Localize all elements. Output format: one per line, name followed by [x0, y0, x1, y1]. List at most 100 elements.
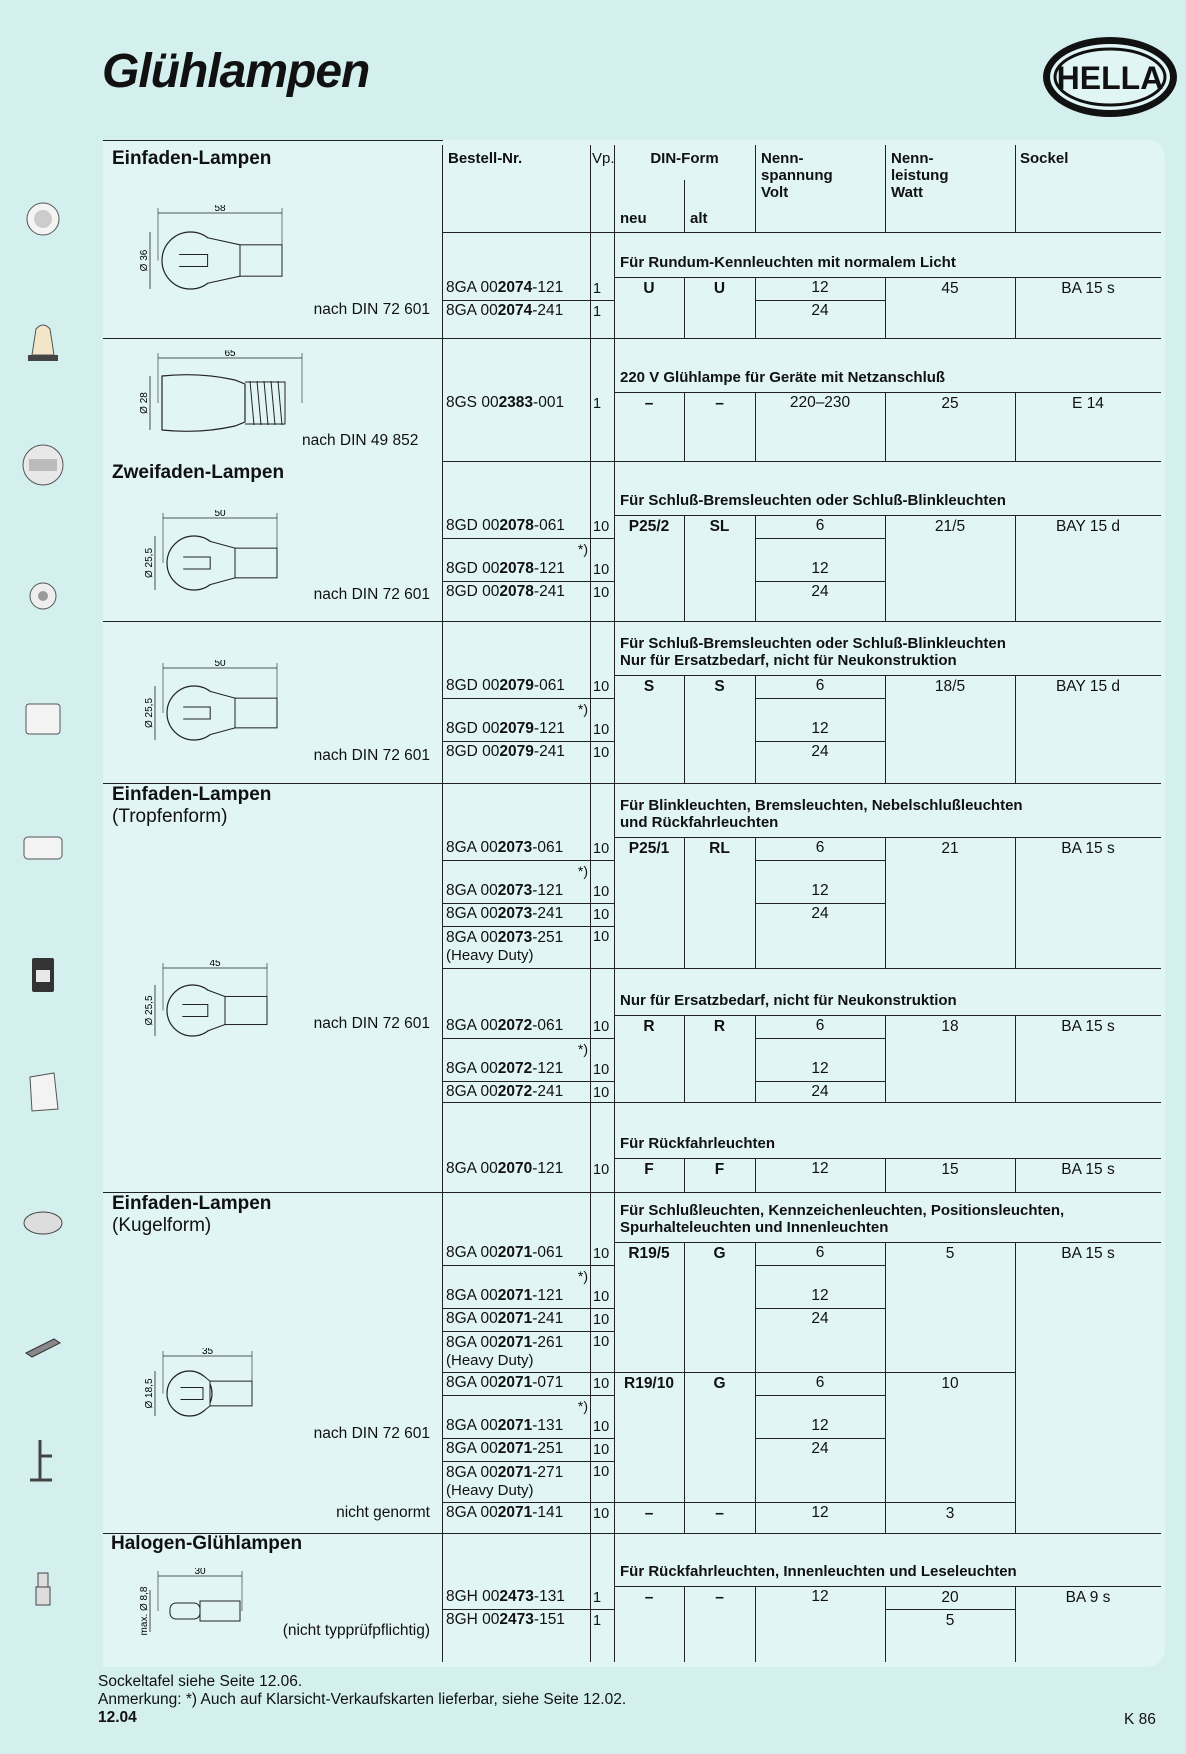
packaging-unit: 1 — [593, 1613, 602, 1629]
column-divider — [684, 837, 685, 968]
wattage: 20 — [941, 1589, 959, 1606]
volt-divider — [755, 581, 885, 582]
caption-divider — [614, 1242, 1161, 1243]
section-subheading: (Tropfenform) — [112, 806, 228, 827]
packaging-unit: 10 — [593, 1246, 610, 1262]
caption-divider — [614, 1158, 1161, 1159]
section-caption: Nur für Ersatzbedarf, nicht für Neukonst… — [614, 968, 1161, 1015]
column-divider — [590, 145, 591, 232]
column-divider — [885, 1158, 886, 1192]
order-number: 8GH 002473-151 — [442, 1609, 590, 1632]
order-number-text: 8GH 002473-151 — [446, 1611, 565, 1628]
row-divider — [442, 538, 614, 539]
socket: E 14 — [1072, 395, 1104, 412]
section-caption: Für Schluß-Bremsleuchten oder Schluß-Bli… — [614, 461, 1161, 515]
order-number-text: 8GA 002070-121 — [446, 1160, 564, 1177]
order-number-text: 8GA 002072-061 — [446, 1017, 564, 1034]
din-form-new: F — [644, 1161, 654, 1178]
footer-note: Anmerkung: *) Auch auf Klarsicht-Verkauf… — [98, 1691, 627, 1708]
column-divider — [684, 1015, 685, 1102]
column-divider — [885, 1242, 886, 1533]
order-number: 8GA 002072-121 *) — [442, 1038, 590, 1081]
row-divider — [442, 741, 614, 742]
caption-divider — [614, 392, 1161, 393]
section-divider — [442, 968, 1161, 969]
divider — [103, 338, 442, 339]
header-sockel: Sockel — [1020, 150, 1069, 167]
group-divider — [614, 1372, 1015, 1373]
norm-label: nach DIN 72 601 — [313, 1015, 430, 1032]
voltage: 6 — [815, 839, 825, 856]
order-number: 8GA 002073-241 — [442, 903, 590, 926]
column-divider — [684, 1242, 685, 1533]
packaging-unit: 10 — [593, 562, 610, 578]
section-number: 12.04 — [98, 1709, 137, 1726]
voltage: 6 — [815, 677, 825, 694]
column-divider — [442, 1102, 443, 1192]
order-number: 8GA 002071-271(Heavy Duty) — [442, 1461, 590, 1502]
product-category-icon — [29, 582, 57, 610]
column-divider — [442, 461, 443, 621]
caption-divider — [614, 1015, 1161, 1016]
column-divider — [1015, 1242, 1016, 1533]
voltage: 12 — [811, 560, 829, 577]
column-divider — [755, 392, 756, 461]
footnote-marker: *) — [577, 1041, 588, 1057]
din-form-new: P25/1 — [628, 840, 670, 857]
order-number-text: 8GA 002074-241 — [446, 302, 564, 319]
column-divider — [684, 277, 685, 338]
column-divider — [590, 1102, 591, 1192]
column-divider — [590, 232, 591, 338]
order-number: 8GA 002072-241 — [442, 1081, 590, 1104]
row-divider — [442, 1461, 614, 1462]
norm-label: nach DIN 72 601 — [313, 301, 430, 318]
wattage: 10 — [941, 1375, 959, 1392]
packaging-unit: 1 — [593, 304, 602, 320]
voltage: 24 — [811, 583, 829, 600]
voltage: 220–230 — [789, 394, 851, 411]
socket: BAY 15 d — [1055, 678, 1121, 695]
norm-label: nicht genormt — [336, 1504, 430, 1521]
column-divider — [1015, 1586, 1016, 1662]
order-number: 8GD 002078-061 — [442, 515, 590, 538]
header-watt-line: Watt — [891, 184, 923, 201]
order-number: 8GA 002071-071 — [442, 1372, 590, 1395]
row-divider — [442, 581, 614, 582]
caption-line: Für Blinkleuchten, Bremsleuchten, Nebels… — [620, 797, 1023, 814]
socket: BAY 15 d — [1055, 518, 1121, 535]
caption-line: Spurhalteleuchten und Innenleuchten — [620, 1219, 889, 1236]
column-divider — [885, 145, 886, 232]
group-divider — [885, 1609, 1015, 1610]
socket: BA 9 s — [1065, 1589, 1111, 1606]
norm-label: nach DIN 72 601 — [313, 1425, 430, 1442]
din-form-new: R19/5 — [628, 1245, 670, 1262]
page-reference: K 86 — [1124, 1711, 1156, 1728]
header-din-form: DIN-Form — [650, 150, 719, 167]
volt-divider — [755, 741, 885, 742]
product-category-icon — [28, 324, 58, 361]
length-dimension: 50 — [214, 510, 226, 519]
section-divider — [442, 232, 1161, 233]
order-number-text: 8GD 002078-241 — [446, 583, 565, 600]
section-caption: Für Rundum-Kennleuchten mit normalem Lic… — [614, 232, 1161, 277]
order-number-text: 8GA 002071-131 — [446, 1417, 564, 1434]
column-divider — [590, 1192, 591, 1533]
din-form-new: – — [644, 1589, 654, 1606]
voltage: 12 — [811, 720, 829, 737]
order-number-text: 8GA 002072-121 — [446, 1060, 564, 1077]
section-caption: Für Schluß-Bremsleuchten oder Schluß-Bli… — [614, 621, 1161, 675]
product-category-icon — [26, 202, 60, 236]
column-divider — [755, 675, 756, 783]
order-number-text: 8GD 002079-061 — [446, 677, 565, 694]
voltage: 24 — [811, 1440, 829, 1457]
hella-logo: HELLA — [1043, 37, 1177, 117]
row-divider — [442, 1502, 614, 1503]
column-divider — [590, 783, 591, 968]
order-number-text: 8GA 002071-071 — [446, 1374, 564, 1391]
length-dimension: 35 — [202, 1348, 214, 1357]
column-divider — [885, 277, 886, 338]
product-category-icon — [23, 836, 63, 860]
volt-divider — [755, 1081, 885, 1082]
din-form-new: – — [644, 395, 654, 412]
section-caption: Für Blinkleuchten, Bremsleuchten, Nebels… — [614, 783, 1161, 837]
